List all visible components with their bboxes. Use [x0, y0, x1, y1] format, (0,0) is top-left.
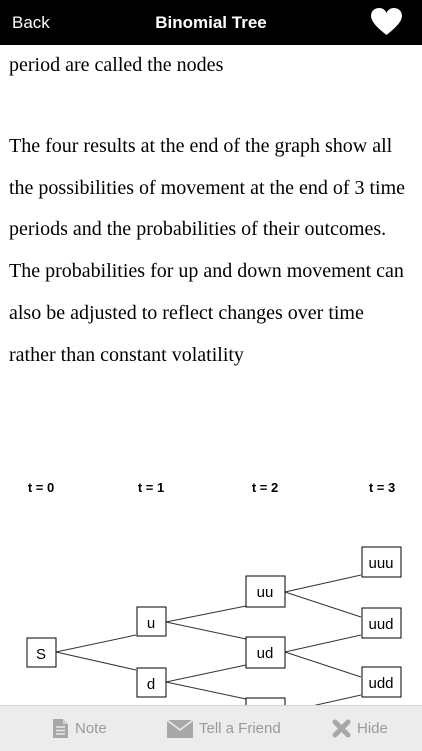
note-icon	[53, 719, 68, 738]
heart-icon[interactable]	[371, 8, 402, 36]
back-button[interactable]: Back	[12, 13, 50, 32]
node-ud: ud	[257, 645, 274, 662]
edge-dd-udd	[314, 694, 362, 705]
time-label-t3: t = 3	[369, 480, 395, 495]
edge-u-uu	[165, 605, 247, 623]
note-label: Note	[75, 720, 107, 737]
time-label-t1: t = 1	[138, 480, 164, 495]
edge-d-ud	[165, 664, 247, 683]
node-box-uuu	[361, 546, 402, 578]
node-udd: udd	[368, 675, 393, 692]
node-box-uu	[245, 575, 286, 608]
close-icon	[332, 719, 351, 738]
time-label-t2: t = 2	[252, 480, 278, 495]
edge-uu-uud	[284, 591, 362, 618]
paragraph-nodes: period are called the nodes	[9, 54, 224, 76]
node-uu: uu	[257, 584, 274, 601]
navigation-bar: Back Binomial Tree	[0, 0, 422, 45]
edge-ud-uud	[284, 634, 362, 653]
edge-u-ud	[165, 621, 247, 640]
edge-s-d	[55, 651, 137, 671]
node-uud: uud	[368, 616, 393, 633]
article-content: period are called the nodes The four res…	[0, 45, 422, 705]
time-label-t0: t = 0	[28, 480, 54, 495]
node-uuu: uuu	[368, 555, 393, 572]
node-box-uud	[361, 607, 402, 639]
hide-label: Hide	[357, 720, 388, 737]
edge-ud-udd	[284, 651, 362, 678]
node-box-ud	[245, 636, 286, 669]
node-box-d	[136, 667, 167, 698]
edge-s-u	[55, 634, 137, 653]
binomial-tree-diagram: t = 0 t = 1 t = 2 t = 3	[26, 480, 402, 705]
node-box-u	[136, 606, 167, 637]
envelope-icon	[167, 719, 193, 738]
note-button[interactable]: Note	[52, 706, 107, 751]
hide-button[interactable]: Hide	[332, 706, 388, 751]
tree-edges	[55, 574, 362, 705]
paragraph-results: The four results at the end of the graph…	[9, 135, 406, 366]
node-box-dd	[245, 697, 286, 705]
node-box-udd	[361, 666, 402, 698]
node-s: S	[36, 646, 46, 663]
node-d: d	[147, 676, 155, 693]
node-box-s	[26, 637, 57, 668]
tell-a-friend-label: Tell a Friend	[199, 720, 281, 737]
node-u: u	[147, 615, 155, 632]
bottom-toolbar: Note Tell a Friend Hide	[0, 705, 422, 751]
tell-a-friend-button[interactable]: Tell a Friend	[167, 706, 281, 751]
page-title: Binomial Tree	[155, 13, 267, 32]
edge-uu-uuu	[284, 574, 362, 593]
edge-d-dd	[165, 681, 247, 700]
